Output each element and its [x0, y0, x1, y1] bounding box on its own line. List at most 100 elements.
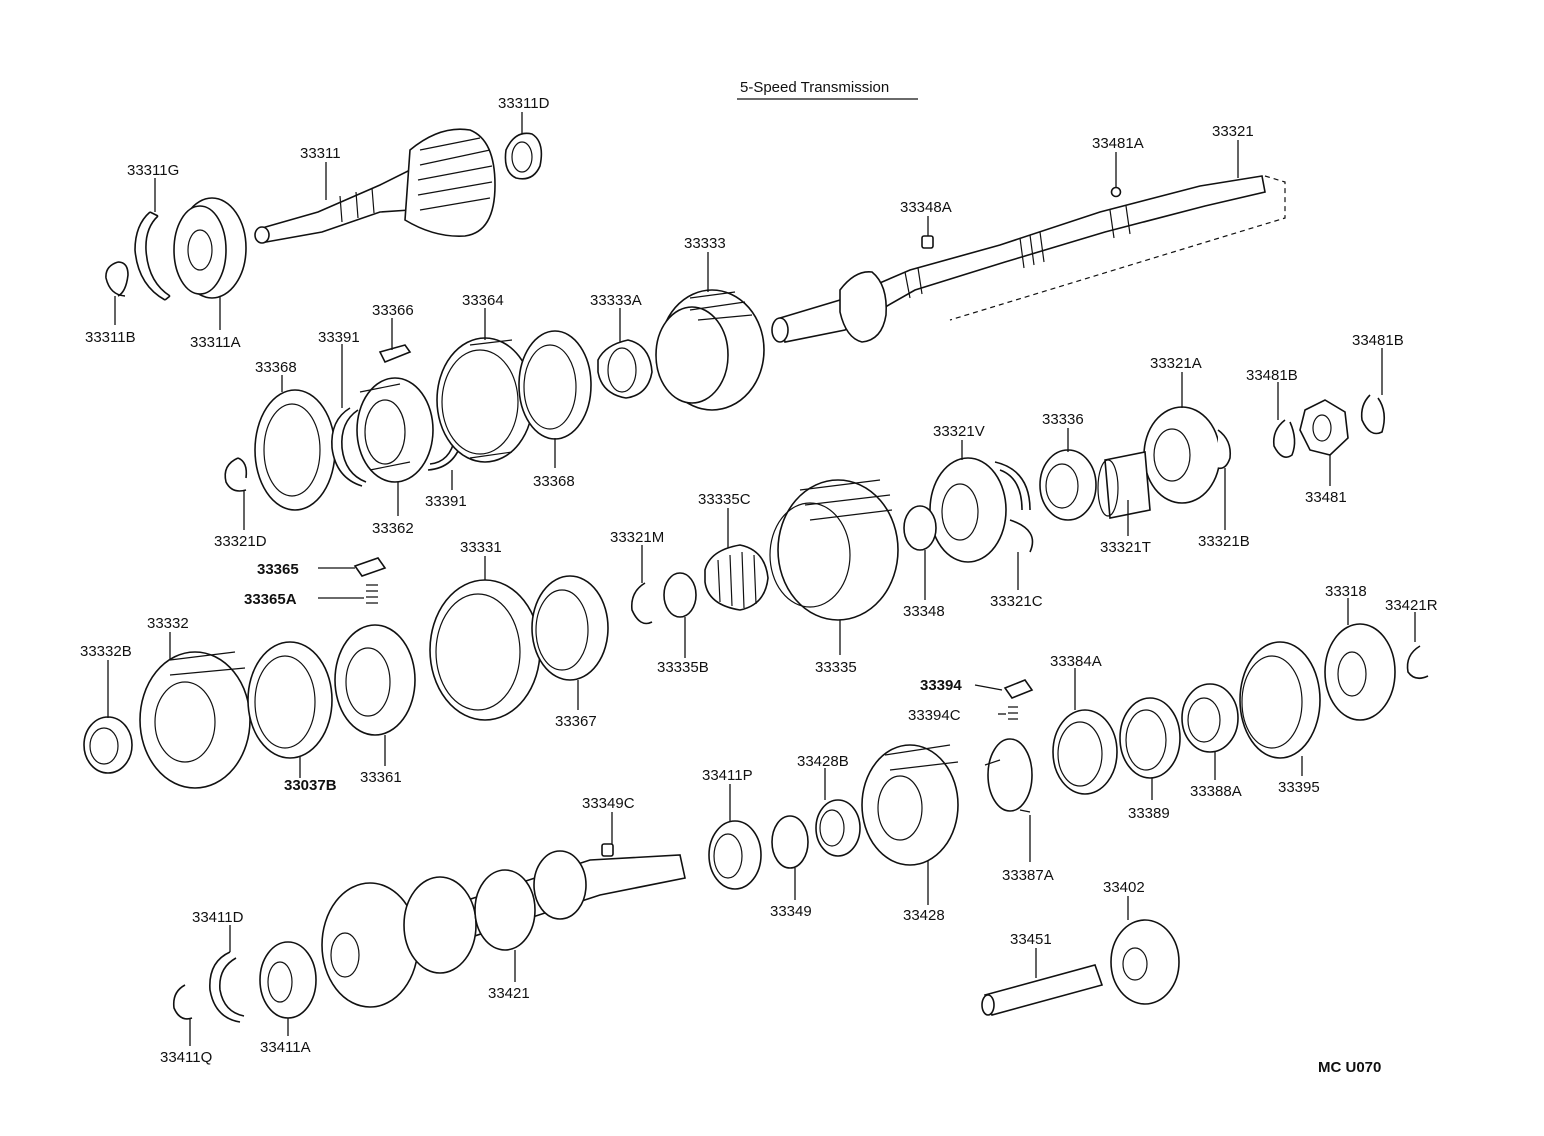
part-label: 33428 — [903, 907, 945, 924]
ball-part — [1110, 186, 1122, 198]
part-label: 33368 — [533, 473, 575, 490]
part-label: 33481 — [1305, 489, 1347, 506]
hub-sleeve-part — [436, 337, 534, 463]
part-label: 33335C — [698, 491, 751, 508]
part-label: 33481A — [1092, 135, 1144, 152]
part-label: 33395 — [1278, 779, 1320, 796]
clutch-hub-part — [1181, 683, 1239, 753]
hub-sleeve-part — [429, 579, 541, 721]
snap-ring-part — [630, 582, 653, 625]
part-label: 33428B — [797, 753, 849, 770]
part-label: 33333A — [590, 292, 642, 309]
part-label: 33335B — [657, 659, 709, 676]
spring-part — [1008, 706, 1018, 720]
part-label: 33311A — [190, 334, 241, 351]
leader-lines — [107, 112, 1416, 1046]
needle-bearing-part — [597, 339, 653, 399]
synchronizer-ring-part — [1052, 709, 1118, 795]
part-label: 33411P — [702, 767, 753, 784]
part-label: 33411A — [260, 1039, 311, 1056]
input-shaft-part — [254, 128, 496, 244]
part-label: 33394C — [908, 707, 961, 724]
part-label: 33364 — [462, 292, 504, 309]
part-label: 33367 — [555, 713, 597, 730]
part-label: 33321B — [1198, 533, 1250, 550]
shifting-key-part — [1003, 679, 1034, 699]
snap-ring-part — [1406, 645, 1429, 680]
part-label: 33321D — [214, 533, 267, 550]
clip-part — [105, 261, 129, 297]
synchronizer-ring-part — [247, 641, 333, 759]
synchronizer-ring-part — [1119, 697, 1181, 779]
part-label: 33318 — [1325, 583, 1367, 600]
spacer-part — [1097, 451, 1151, 519]
shaft-outline-dashed — [949, 175, 1286, 321]
needle-bearing-part — [704, 544, 769, 611]
part-label: 33402 — [1103, 879, 1145, 896]
part-label: 33332B — [80, 643, 132, 660]
part-label: 33451 — [1010, 931, 1052, 948]
part-label: 33037B — [284, 777, 337, 794]
synchronizer-ring-part — [531, 575, 609, 681]
lock-nut-part — [1299, 399, 1349, 456]
gear-part — [655, 289, 765, 411]
counter-gear-part — [321, 850, 686, 1008]
diagram-title: 5-Speed Transmission — [740, 79, 889, 96]
reverse-idler-gear-part — [1110, 919, 1180, 1005]
part-label: 33368 — [255, 359, 297, 376]
clutch-hub-part — [356, 377, 434, 483]
snap-ring-part — [994, 461, 1034, 553]
part-label: 33311 — [300, 145, 341, 162]
part-label: 33335 — [815, 659, 857, 676]
part-label: 33333 — [684, 235, 726, 252]
part-label: 33362 — [372, 520, 414, 537]
part-label: 33321A — [1150, 355, 1202, 372]
washer-part — [903, 505, 937, 551]
pin-part — [601, 843, 614, 857]
part-label: 33321M — [610, 529, 664, 546]
part-label: 33321C — [990, 593, 1043, 610]
needle-bearing-part — [815, 799, 861, 857]
part-label: 33411Q — [160, 1049, 212, 1066]
part-label: 33348 — [903, 603, 945, 620]
hub-sleeve-part — [1239, 641, 1321, 759]
part-label: 33481B — [1246, 367, 1298, 384]
part-label: 33321V — [933, 423, 985, 440]
part-label: 33365A — [244, 591, 297, 608]
needle-bearing-part — [83, 716, 133, 774]
snap-ring-part — [1272, 419, 1296, 458]
ball-bearing-part — [1143, 406, 1221, 504]
part-label: 33365 — [257, 561, 299, 578]
ball-bearing-part — [929, 457, 1007, 563]
part-label: 33411D — [192, 909, 244, 926]
clip-part — [172, 984, 193, 1020]
part-label: 33421R — [1385, 597, 1438, 614]
part-label: 33336 — [1042, 411, 1084, 428]
gear-part — [139, 651, 251, 789]
part-label: 33361 — [360, 769, 402, 786]
gear-part — [861, 744, 959, 866]
part-label: 33311G — [127, 162, 179, 179]
part-label: 33311D — [498, 95, 550, 112]
synchronizer-ring-part — [1324, 623, 1396, 721]
synchronizer-ring-part — [518, 330, 592, 440]
needle-bearing-part — [504, 132, 543, 180]
spring-part — [366, 584, 378, 604]
ball-bearing-part — [259, 941, 317, 1019]
clip-part — [1217, 429, 1232, 470]
gear-part — [769, 479, 899, 621]
washer-part — [771, 815, 809, 869]
part-label: 33384A — [1050, 653, 1102, 670]
part-label: 33421 — [488, 985, 530, 1002]
gear-part — [1039, 449, 1097, 521]
part-label: 33311B — [85, 329, 136, 346]
clip-part — [224, 457, 248, 492]
part-label: 33389 — [1128, 805, 1170, 822]
snap-ring-part — [134, 211, 171, 301]
clutch-hub-part — [984, 738, 1033, 813]
idler-shaft-part — [981, 964, 1104, 1016]
snap-ring-part — [209, 951, 245, 1023]
drawing-code: MC U070 — [1318, 1059, 1381, 1076]
part-label: 33387A — [1002, 867, 1054, 884]
